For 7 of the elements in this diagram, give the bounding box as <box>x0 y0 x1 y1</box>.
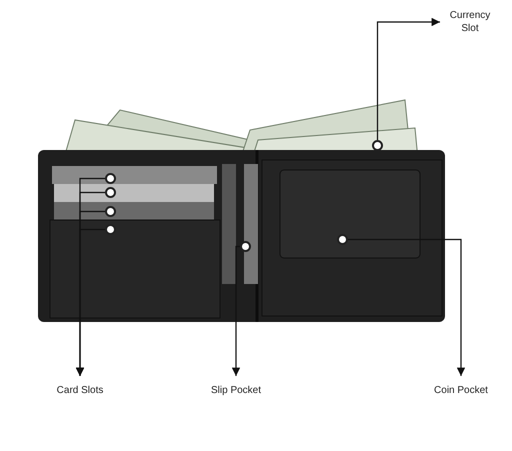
leader-line <box>232 246 240 376</box>
leader-line <box>348 238 466 376</box>
callout-label: Slip Pocket <box>206 376 266 404</box>
callout-label: Coin Pocket <box>431 376 491 404</box>
callout-label: Card Slots <box>50 376 110 404</box>
callout-label: Currency Slot <box>440 6 500 38</box>
leader-line <box>376 18 440 140</box>
